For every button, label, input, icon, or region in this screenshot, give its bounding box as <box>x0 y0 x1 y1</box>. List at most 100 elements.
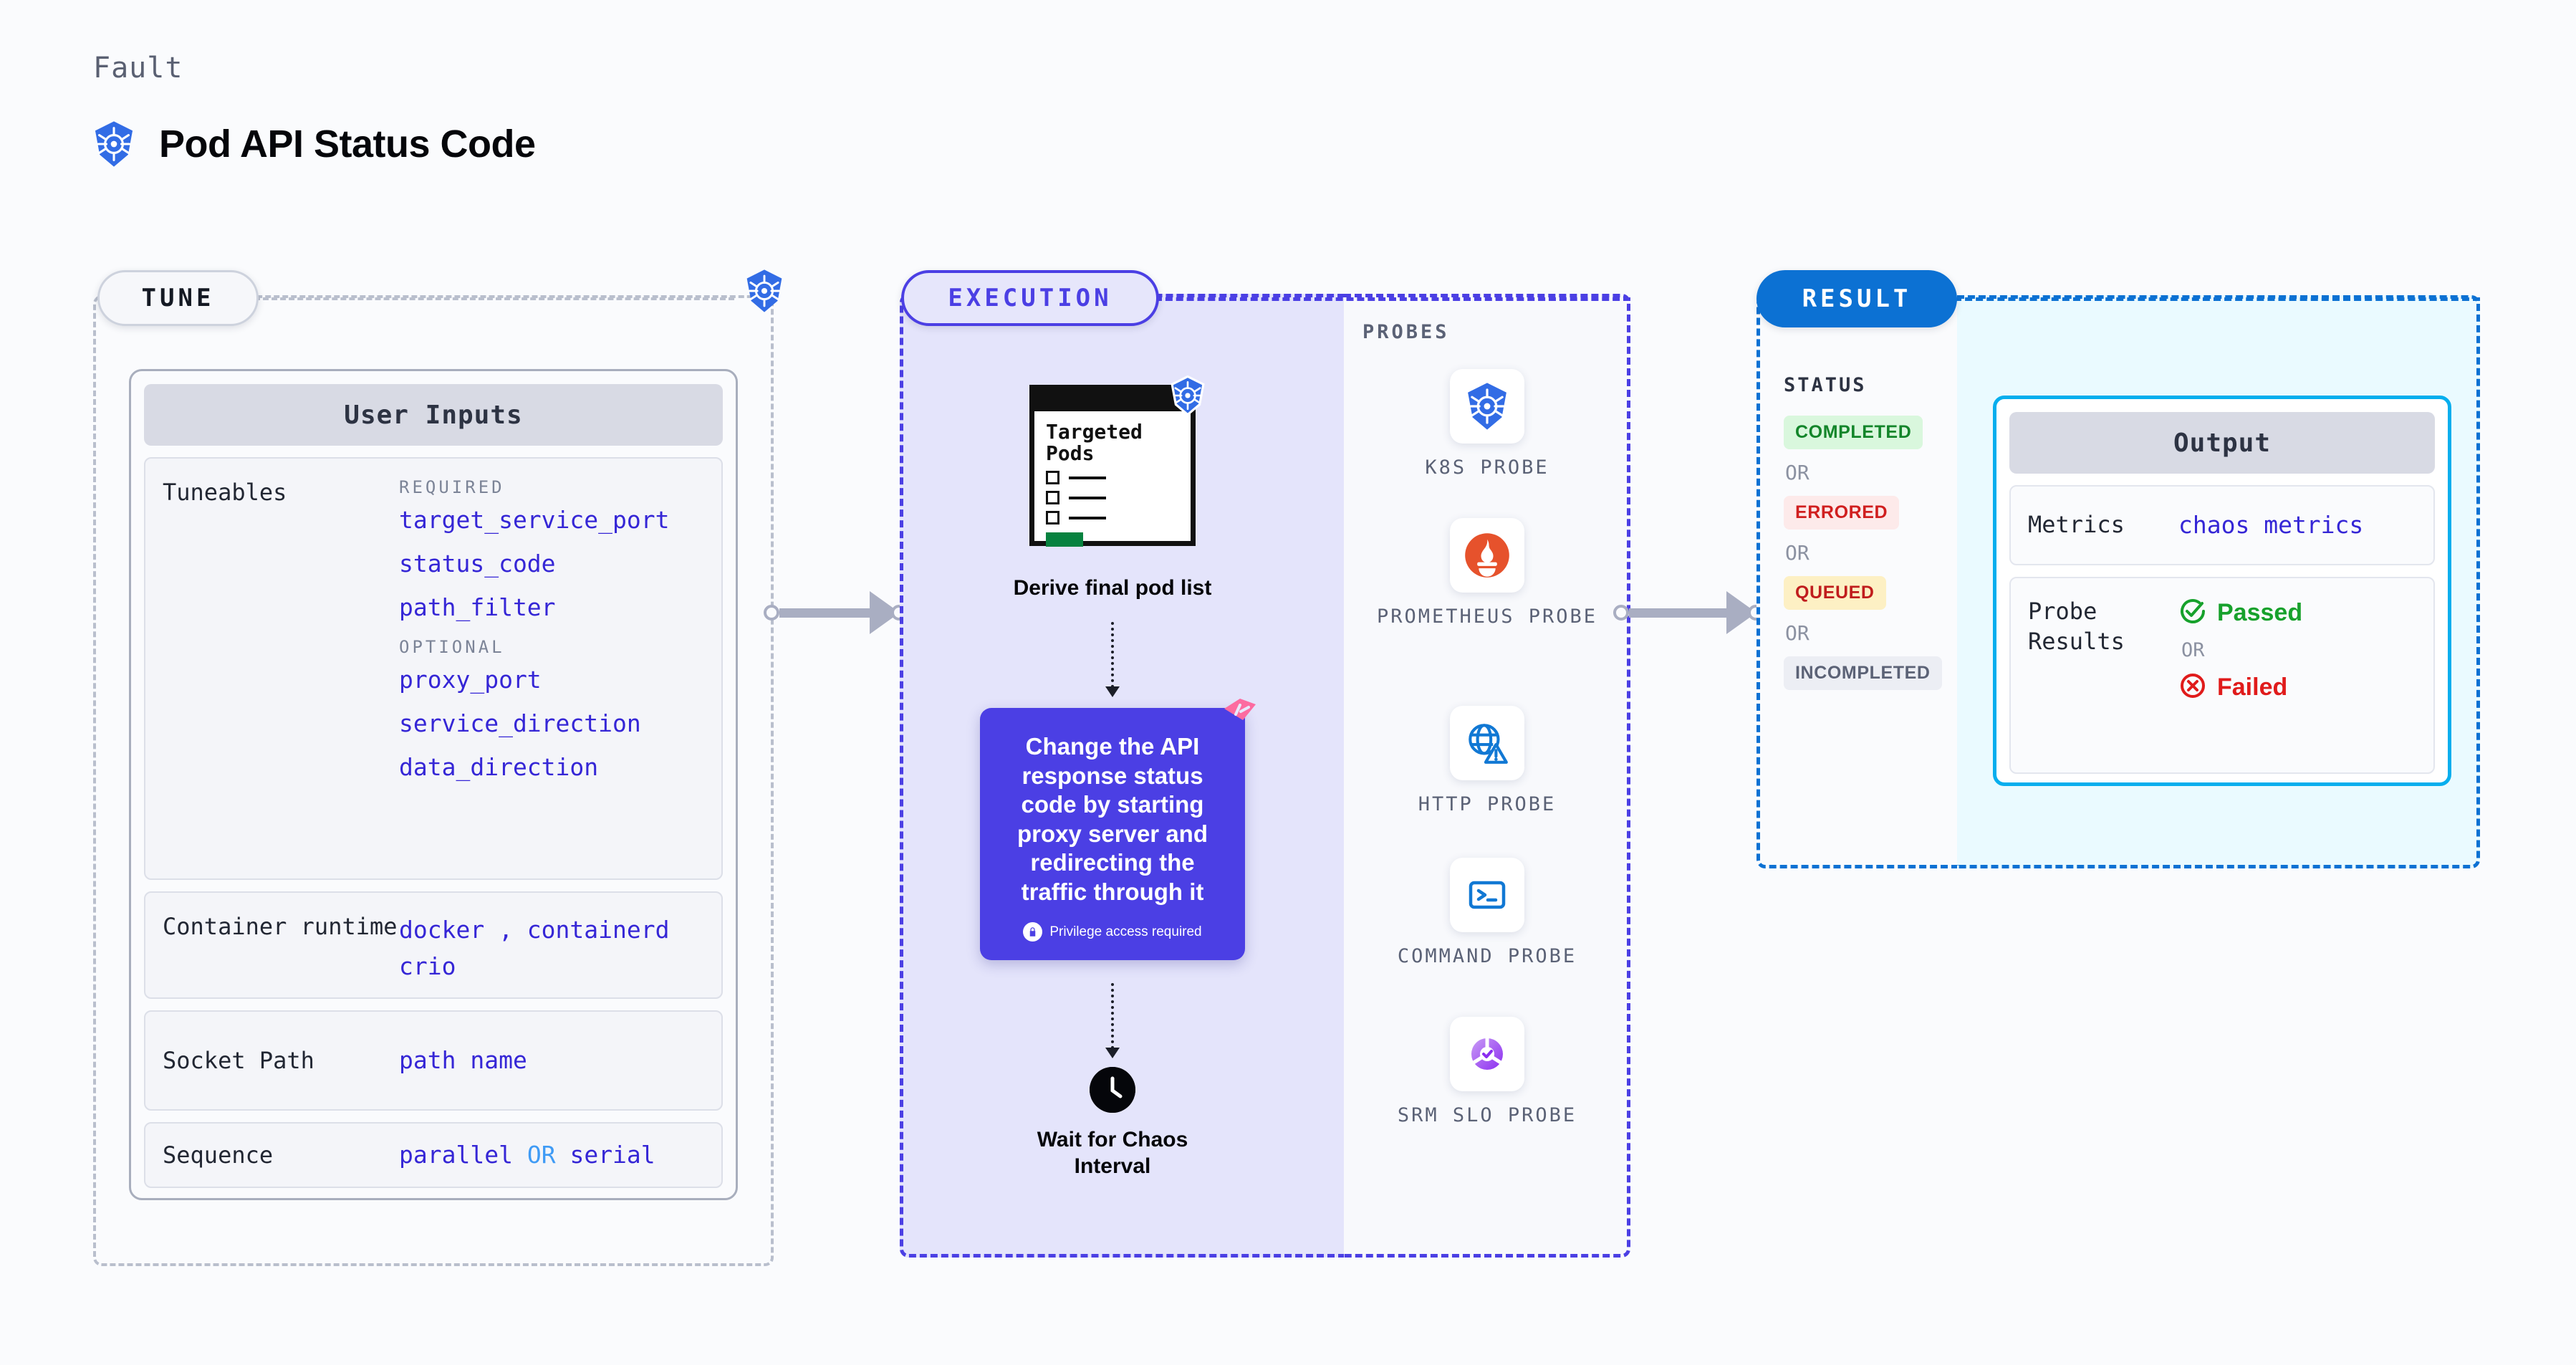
confirm-button-glyph <box>1046 532 1083 547</box>
prometheus-icon <box>1450 518 1524 593</box>
privilege-note: Privilege access required <box>1001 922 1224 942</box>
lock-icon <box>1023 922 1043 942</box>
metrics-value: chaos metrics <box>2178 511 2364 540</box>
tuneable-proxy-port[interactable]: proxy_port <box>399 666 542 694</box>
tuneable-service-direction[interactable]: service_direction <box>399 709 641 737</box>
srm-slo-icon <box>1450 1017 1524 1091</box>
page-header: Pod API Status Code <box>92 120 536 168</box>
targeted-pods-title-1: Targeted <box>1046 420 1143 444</box>
connector-bar <box>1629 608 1728 618</box>
probe-k8s[interactable]: K8S PROBE <box>1344 369 1630 480</box>
result-header-dash <box>1954 297 2480 301</box>
placeholder-line <box>1069 476 1106 479</box>
probe-label: COMMAND PROBE <box>1397 945 1577 967</box>
tune-badge[interactable]: TUNE <box>97 270 259 326</box>
flow-line-2 <box>1111 983 1114 1049</box>
check-circle-icon <box>2178 597 2207 629</box>
container-runtime-label: Container runtime <box>163 913 398 940</box>
checkbox-icon <box>1046 491 1059 505</box>
connector-tune-to-execution <box>764 591 907 634</box>
probe-label: K8S PROBE <box>1425 456 1549 479</box>
tuneable-data-direction[interactable]: data_direction <box>399 753 599 781</box>
user-inputs-card: User Inputs Tuneables REQUIRED target_se… <box>129 369 738 1200</box>
probe-srm-slo[interactable]: SRM SLO PROBE <box>1344 1017 1630 1128</box>
kubernetes-icon <box>1450 369 1524 444</box>
probe-results-label: Probe Results <box>2028 598 2125 655</box>
http-globe-icon <box>1450 706 1524 780</box>
kubernetes-icon <box>1169 375 1206 419</box>
sequence-parallel: parallel <box>399 1141 513 1169</box>
sequence-label: Sequence <box>163 1141 274 1169</box>
metrics-row: Metrics chaos metrics <box>2009 485 2435 565</box>
clock-icon <box>1090 1067 1135 1113</box>
execution-header-dash <box>1155 297 1630 301</box>
checkbox-icon <box>1046 471 1059 485</box>
privilege-note-text: Privilege access required <box>1049 924 1202 939</box>
execution-action-card: Change the API response status code by s… <box>980 708 1245 960</box>
tuneable-path-filter[interactable]: path_filter <box>399 593 556 621</box>
probe-result-passed: Passed <box>2178 597 2302 629</box>
sequence-serial: serial <box>569 1141 655 1169</box>
probe-http[interactable]: HTTP PROBE <box>1344 706 1630 817</box>
socket-path-value: path name <box>399 1046 527 1075</box>
flow-arrow-2 <box>1105 1048 1120 1058</box>
connector-bar <box>779 608 871 618</box>
connector-dot-start <box>1613 605 1629 621</box>
x-circle-icon <box>2178 671 2207 704</box>
probe-command[interactable]: COMMAND PROBE <box>1344 858 1630 969</box>
checkbox-icon <box>1046 511 1059 525</box>
wait-caption-line-1: Wait for Chaos <box>1037 1128 1188 1151</box>
pod-list-item <box>1046 511 1179 525</box>
status-badge-errored: ERRORED <box>1784 496 1900 530</box>
probe-result-or: OR <box>2181 639 2205 661</box>
tuneable-status-code[interactable]: status_code <box>399 550 556 578</box>
status-list: COMPLETED OR ERRORED OR QUEUED OR INCOMP… <box>1784 416 1963 690</box>
connector-execution-to-result <box>1613 591 1764 634</box>
probe-results-row: Probe Results Passed OR <box>2009 577 2435 774</box>
probe-label: PROMETHEUS PROBE <box>1376 605 1598 628</box>
status-label: STATUS <box>1784 374 1867 396</box>
terminal-icon <box>1450 858 1524 932</box>
card-titlebar <box>1034 390 1191 411</box>
kubernetes-icon <box>744 269 785 317</box>
tuneables-section: Tuneables REQUIRED target_service_port s… <box>144 457 723 880</box>
sequence-value: parallel OR serial <box>399 1136 704 1173</box>
corner-ribbon-icon <box>1221 699 1256 732</box>
tuneables-label: Tuneables <box>163 479 287 506</box>
probe-prometheus[interactable]: PROMETHEUS PROBE <box>1344 518 1630 629</box>
kubernetes-icon <box>92 120 136 168</box>
sequence-or: OR <box>527 1141 556 1169</box>
result-badge[interactable]: RESULT <box>1756 270 1957 327</box>
tuneable-target-service-port[interactable]: target_service_port <box>399 506 670 534</box>
output-card-title: Output <box>2009 412 2435 474</box>
status-badge-completed: COMPLETED <box>1784 416 1923 449</box>
probe-result-failed: Failed <box>2178 671 2302 704</box>
failed-text: Failed <box>2217 674 2288 701</box>
container-runtime-row: Container runtime docker , containerd cr… <box>144 891 723 999</box>
tune-header-dash <box>254 297 734 300</box>
optional-heading: OPTIONAL <box>399 637 505 657</box>
container-runtime-value-1: docker , containerd <box>399 916 670 944</box>
execution-badge[interactable]: EXECUTION <box>901 270 1159 326</box>
user-inputs-title: User Inputs <box>144 384 723 446</box>
pod-list-item <box>1046 471 1179 485</box>
status-or-3: OR <box>1785 621 1810 645</box>
connector-dot-start <box>764 605 779 621</box>
status-badge-queued: QUEUED <box>1784 576 1886 610</box>
wait-for-chaos-caption: Wait for Chaos Interval <box>971 1127 1254 1179</box>
probe-label: HTTP PROBE <box>1418 793 1557 815</box>
flow-line-1 <box>1111 622 1114 688</box>
probe-label: SRM SLO PROBE <box>1397 1104 1577 1126</box>
metrics-label: Metrics <box>2028 511 2125 539</box>
placeholder-line <box>1069 516 1106 519</box>
placeholder-line <box>1069 496 1106 499</box>
container-runtime-value-2: crio <box>399 952 456 981</box>
action-description: Change the API response status code by s… <box>1017 733 1208 905</box>
socket-path-row: Socket Path path name <box>144 1010 723 1111</box>
flow-arrow-1 <box>1105 686 1120 697</box>
targeted-pods-card: Targeted Pods <box>1029 385 1196 547</box>
passed-text: Passed <box>2217 599 2303 626</box>
page-eyebrow: Fault <box>93 52 183 85</box>
pod-list-item <box>1046 491 1179 505</box>
